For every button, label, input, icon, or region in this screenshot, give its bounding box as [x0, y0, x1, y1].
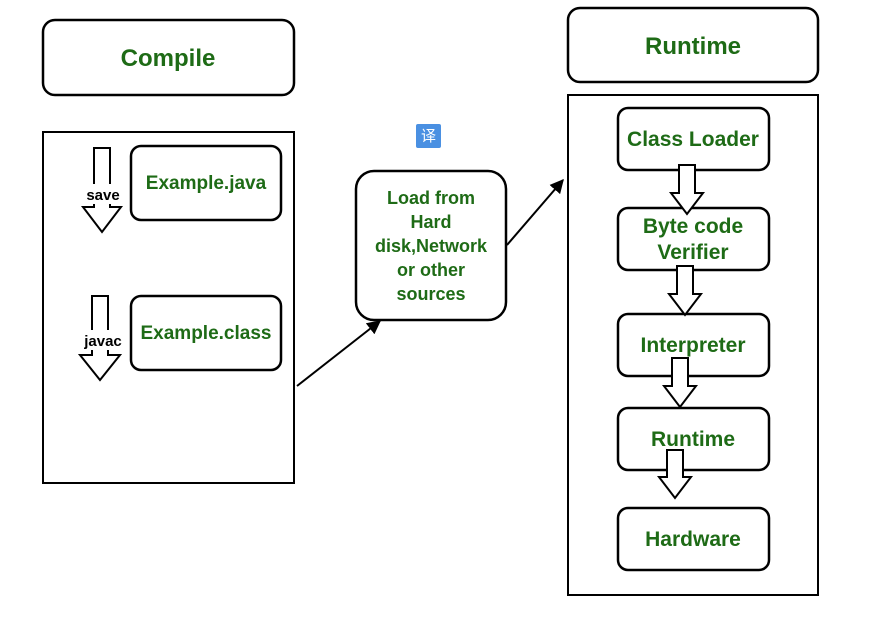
translate-icon[interactable]: 译	[416, 124, 441, 148]
bytecode-verifier-line-2: Verifier	[657, 241, 728, 264]
verifier-to-interpreter-arrow	[666, 265, 704, 317]
compile-header: Compile	[41, 18, 296, 97]
example-java-box: Example.java	[129, 144, 283, 222]
javac-step-arrow: javac	[77, 295, 128, 382]
runtime-step-bytecode-verifier: Byte code Verifier	[616, 206, 771, 272]
load-sources-box: Load from Hard disk,Network or other sou…	[354, 169, 508, 322]
runtime-step-label: Runtime	[651, 428, 735, 451]
compile-header-label: Compile	[121, 45, 216, 72]
load-line-3: disk,Network	[375, 236, 488, 256]
interpreter-label: Interpreter	[640, 334, 745, 357]
load-line-1: Load from	[387, 188, 475, 208]
class-loader-label: Class Loader	[627, 128, 759, 151]
interpreter-to-runtime-arrow	[661, 357, 699, 409]
loader-to-verifier-arrow	[668, 164, 706, 216]
load-line-4: or other	[397, 260, 465, 280]
runtime-to-hardware-arrow	[656, 449, 694, 500]
load-line-2: Hard	[410, 212, 451, 232]
load-line-5: sources	[396, 284, 465, 304]
example-java-label: Example.java	[146, 173, 267, 194]
runtime-step-runtime: Runtime	[616, 406, 771, 472]
runtime-header-label: Runtime	[645, 33, 741, 60]
runtime-step-class-loader: Class Loader	[616, 106, 771, 172]
save-step-arrow: save	[80, 147, 126, 234]
runtime-header: Runtime	[566, 6, 820, 84]
runtime-step-interpreter: Interpreter	[616, 312, 771, 378]
save-step-label: save	[86, 187, 119, 204]
runtime-step-hardware: Hardware	[616, 506, 771, 572]
compile-to-load-arrow	[296, 320, 382, 387]
javac-step-label: javac	[83, 333, 122, 350]
example-class-box: Example.class	[129, 294, 283, 372]
example-class-label: Example.class	[141, 323, 272, 344]
load-to-runtime-arrow	[506, 178, 564, 246]
bytecode-verifier-line-1: Byte code	[643, 215, 743, 238]
hardware-label: Hardware	[645, 528, 741, 551]
